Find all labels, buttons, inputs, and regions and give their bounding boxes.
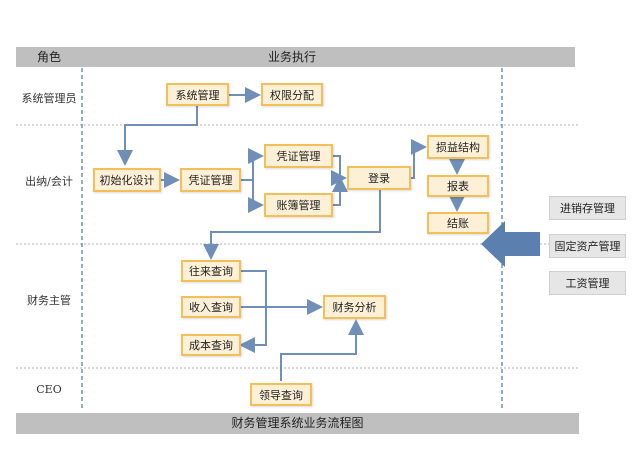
node-voucher-manage[interactable]: 凭证管理 (180, 168, 241, 192)
node-init-design[interactable]: 初始化设计 (93, 168, 161, 192)
diagram-caption: 财务管理系统业务流程图 (16, 413, 579, 434)
connector (248, 180, 264, 213)
node-voucher-manage-upper[interactable]: 凭证管理 (264, 144, 333, 168)
node-pl-structure[interactable]: 损益结构 (427, 135, 489, 159)
side-module-fixed-assets: 固定资产管理 (549, 234, 626, 258)
execution-column-header: 业务执行 (267, 50, 316, 64)
lane-label-supervisor: 财务主管 (27, 294, 71, 307)
node-income-query[interactable]: 收入查询 (181, 296, 241, 318)
role-column-header: 角色 (36, 50, 61, 64)
node-cost-query[interactable]: 成本查询 (181, 334, 241, 356)
node-login[interactable]: 登录 (347, 166, 411, 190)
big-arrow-shape (481, 221, 540, 267)
header-bar (16, 47, 575, 67)
lane-label-sysadmin: 系统管理员 (21, 92, 77, 105)
node-ar-ap-query[interactable]: 往来查询 (181, 260, 241, 282)
node-closing[interactable]: 结账 (427, 212, 489, 234)
connector (241, 148, 264, 181)
connector (280, 319, 364, 381)
node-permission-assign[interactable]: 权限分配 (261, 83, 323, 106)
side-module-payroll: 工资管理 (549, 271, 626, 295)
connector (411, 139, 427, 179)
node-leader-query[interactable]: 领导查询 (250, 383, 312, 406)
lane-label-cashier: 出纳/会计 (25, 175, 73, 188)
connector (332, 176, 348, 206)
connector (117, 106, 198, 166)
side-module-inventory: 进销存管理 (549, 196, 626, 220)
node-ledger-manage[interactable]: 账簿管理 (264, 193, 333, 217)
connector (203, 190, 381, 260)
node-system-manage[interactable]: 系统管理 (166, 83, 229, 106)
connector (331, 155, 347, 186)
node-financial-analysis[interactable]: 财务分析 (323, 295, 386, 319)
node-report[interactable]: 报表 (427, 175, 489, 197)
lane-label-ceo: CEO (36, 383, 62, 396)
